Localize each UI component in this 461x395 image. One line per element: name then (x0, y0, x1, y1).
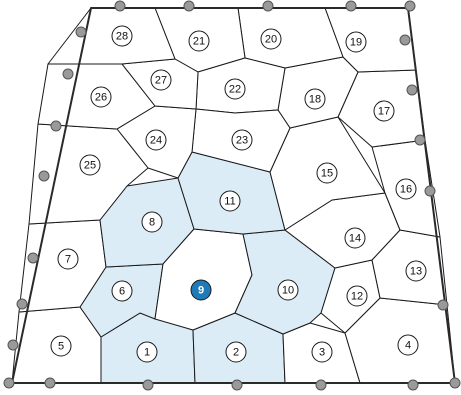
cell-20 (237, 7, 344, 69)
node-marker-1 (136, 341, 158, 363)
node-label-15: 15 (321, 168, 333, 180)
node-marker-28 (111, 25, 133, 47)
boundary-node-15 (142, 379, 154, 391)
boundary-node-1 (114, 0, 126, 12)
node-marker-27 (150, 69, 172, 91)
node-marker-17 (373, 100, 395, 122)
node-label-3: 3 (319, 347, 325, 359)
node-label-14: 14 (349, 233, 361, 245)
node-marker-24 (145, 129, 167, 151)
node-label-19: 19 (350, 37, 362, 49)
node-label-11: 11 (224, 196, 235, 208)
node-marker-10 (277, 279, 299, 301)
node-marker-5 (50, 335, 72, 357)
node-label-23: 23 (236, 135, 248, 147)
node-marker-25 (79, 154, 101, 176)
boundary-node-21 (414, 134, 426, 146)
boundary-node-14 (44, 377, 56, 389)
boundary-node-13 (3, 377, 15, 389)
node-label-12: 12 (351, 291, 363, 303)
node-marker-14 (344, 227, 366, 249)
node-marker-3 (311, 341, 333, 363)
node-label-17: 17 (378, 106, 390, 118)
node-marker-26 (90, 86, 112, 108)
boundary-nodes (3, 0, 461, 391)
node-label-9: 9 (198, 285, 204, 297)
node-marker-21 (188, 30, 210, 52)
node-label-20: 20 (265, 34, 277, 46)
boundary-node-7 (62, 68, 74, 80)
boundary-node-17 (315, 379, 327, 391)
node-marker-11 (219, 190, 241, 212)
boundary-node-8 (50, 120, 62, 132)
boundary-node-10 (27, 252, 39, 264)
node-label-28: 28 (116, 31, 128, 43)
node-label-6: 6 (119, 286, 125, 298)
boundary-node-4 (345, 0, 357, 12)
boundary-node-24 (437, 299, 449, 311)
boundary-node-9 (38, 170, 50, 182)
node-marker-19 (345, 31, 367, 53)
boundary-node-3 (262, 0, 274, 12)
node-label-5: 5 (58, 341, 64, 353)
boundary-node-18 (407, 379, 419, 391)
node-label-10: 10 (282, 285, 294, 297)
node-label-13: 13 (410, 266, 422, 278)
node-label-4: 4 (405, 340, 411, 352)
node-marker-4 (397, 334, 419, 356)
boundary-node-23 (399, 34, 411, 46)
node-label-27: 27 (155, 75, 167, 87)
node-marker-13 (405, 260, 427, 282)
node-marker-9 (190, 279, 212, 301)
boundary-node-22 (406, 84, 418, 96)
node-label-8: 8 (149, 217, 155, 229)
node-marker-8 (141, 211, 163, 233)
node-marker-7 (57, 248, 79, 270)
node-label-1: 1 (144, 347, 150, 359)
boundary-node-20 (424, 185, 436, 197)
node-marker-16 (395, 178, 417, 200)
node-label-24: 24 (150, 135, 162, 147)
node-marker-2 (225, 341, 247, 363)
node-label-18: 18 (309, 94, 321, 106)
node-marker-18 (304, 88, 326, 110)
node-marker-15 (316, 162, 338, 184)
node-label-2: 2 (233, 347, 239, 359)
node-label-22: 22 (229, 84, 241, 96)
boundary-node-2 (183, 0, 195, 12)
boundary-node-12 (7, 339, 19, 351)
node-marker-20 (260, 28, 282, 50)
node-marker-22 (224, 78, 246, 100)
boundary-node-11 (16, 298, 28, 310)
boundary-node-19 (449, 377, 461, 389)
node-label-25: 25 (84, 160, 96, 172)
boundary-node-5 (404, 0, 416, 12)
node-marker-23 (231, 129, 253, 151)
node-label-7: 7 (65, 254, 71, 266)
boundary-node-16 (231, 379, 243, 391)
node-marker-6 (111, 280, 133, 302)
node-label-21: 21 (193, 36, 205, 48)
node-label-26: 26 (95, 92, 107, 104)
node-label-16: 16 (400, 184, 412, 196)
boundary-node-6 (75, 26, 87, 38)
node-marker-12 (346, 285, 368, 307)
